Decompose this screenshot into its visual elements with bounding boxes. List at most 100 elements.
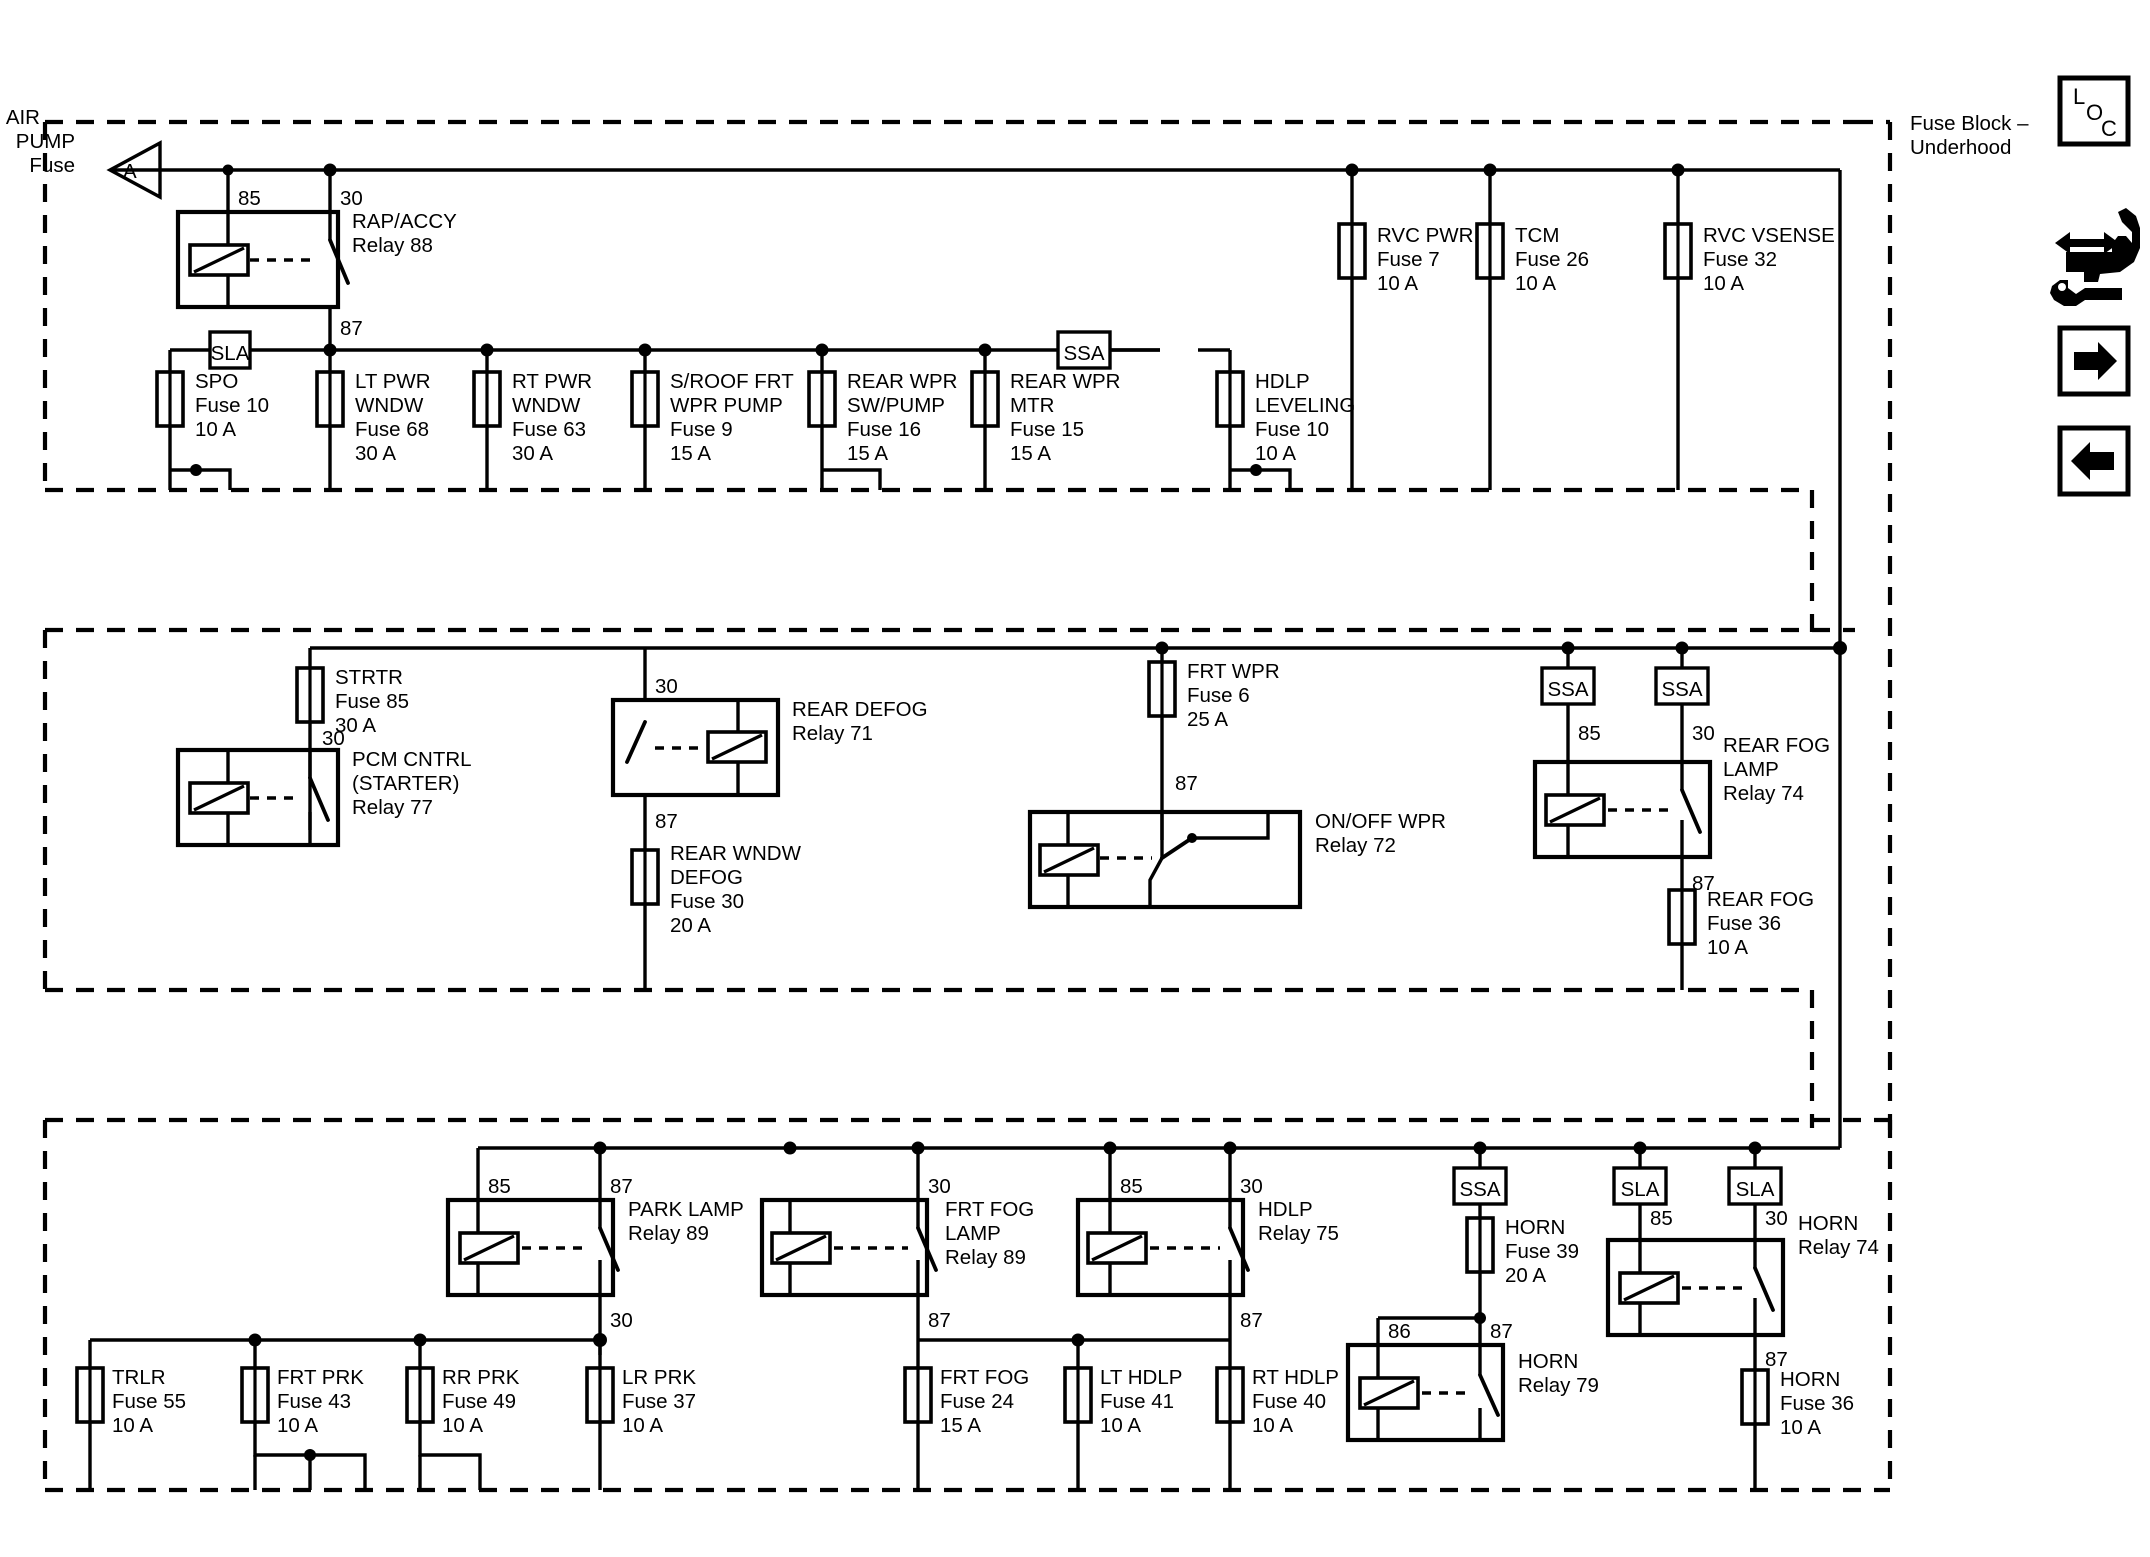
fuse-strtr-name: STRTR	[335, 666, 403, 689]
page-title-line2: Underhood	[1910, 136, 2011, 159]
fuse-tcm-name: TCM	[1515, 224, 1559, 247]
fuse-lt-hdlp-num: Fuse 41	[1100, 1390, 1174, 1413]
fuse-spo-num: Fuse 10	[195, 394, 269, 417]
fuse-spo-name: SPO	[195, 370, 238, 393]
fuse-rear-wpr-mtr-amp: 15 A	[1010, 442, 1051, 465]
fuse-horn39-amp: 20 A	[1505, 1264, 1546, 1287]
hdlp-pin-30: 30	[1240, 1175, 1263, 1198]
fuse-hdlp-lvl-amp: 10 A	[1255, 442, 1296, 465]
frt-fog-lamp-relay	[759, 1148, 938, 1340]
rap-accy-pin-85: 85	[238, 187, 261, 210]
fuse-rr-prk-num: Fuse 49	[442, 1390, 516, 1413]
fuse-rear-fog-num: Fuse 36	[1707, 912, 1781, 935]
fuse-lr-prk-num: Fuse 37	[622, 1390, 696, 1413]
hdlp-relay-name: HDLP	[1258, 1198, 1313, 1221]
fuse-rear-wpr-mtr-l2: MTR	[1010, 394, 1054, 417]
arrow-left-icon	[2071, 442, 2114, 480]
splice-sla-horn-right: SLA	[1736, 1178, 1775, 1201]
fuse-rear-wndw-defog-l2: DEFOG	[670, 866, 743, 889]
fuse-horn39-name: HORN	[1505, 1216, 1565, 1239]
fuse-sroof-num: Fuse 9	[670, 418, 733, 441]
fuse-rvc-vsense-name: RVC VSENSE	[1703, 224, 1835, 247]
hand-wrench-icon[interactable]	[2050, 208, 2140, 306]
fuse-rear-wpr-sw-amp: 15 A	[847, 442, 888, 465]
air-pump-line2: PUMP	[16, 130, 75, 153]
fuse-rear-wndw-defog-amp: 20 A	[670, 914, 711, 937]
splice-ssa-row1	[1056, 330, 1160, 370]
arrow-right-icon	[2074, 342, 2117, 380]
park-lamp-pin-85: 85	[488, 1175, 511, 1198]
rear-defog-pin-30: 30	[655, 675, 678, 698]
fuse-rt-hdlp-amp: 10 A	[1252, 1414, 1293, 1437]
fuse-hdlp-lvl-l2: LEVELING	[1255, 394, 1355, 417]
rear-fog-lamp-l2: LAMP	[1723, 758, 1779, 781]
fuse-lr-prk-amp: 10 A	[622, 1414, 663, 1437]
fuse-rear-wpr-sw-l1: REAR WPR	[847, 370, 957, 393]
fuse-rr-prk-name: RR PRK	[442, 1366, 520, 1389]
fuse-frt-prk-amp: 10 A	[277, 1414, 318, 1437]
splice-sla-row1	[208, 330, 252, 370]
fuse-rear-wpr-mtr-l1: REAR WPR	[1010, 370, 1120, 393]
loc-letter-o: O	[2086, 100, 2103, 125]
splice-ssa-horn: SSA	[1459, 1178, 1500, 1201]
fuse-spo-amp: 10 A	[195, 418, 236, 441]
pcm-cntrl-l1: PCM CNTRL	[352, 748, 472, 771]
fuse-frt-fog-amp: 15 A	[940, 1414, 981, 1437]
fuse-hdlp-lvl-l1: HDLP	[1255, 370, 1310, 393]
fuse-frt-fog-name: FRT FOG	[940, 1366, 1029, 1389]
horn74-pin-87: 87	[1765, 1348, 1788, 1371]
onoff-wpr-relay-num: Relay 72	[1315, 834, 1396, 857]
fuse-rt-hdlp-name: RT HDLP	[1252, 1366, 1339, 1389]
fuse-horn39-num: Fuse 39	[1505, 1240, 1579, 1263]
horn-relay-74-name: HORN	[1798, 1212, 1858, 1235]
fuse-strtr-amp: 30 A	[335, 714, 376, 737]
fuse-rt-hdlp-num: Fuse 40	[1252, 1390, 1326, 1413]
fuse-lt-hdlp-name: LT HDLP	[1100, 1366, 1182, 1389]
rap-accy-pin-87: 87	[340, 317, 363, 340]
frt-fog-pin-30: 30	[928, 1175, 951, 1198]
horn79-pin-87: 87	[1490, 1320, 1513, 1343]
fuse-trlr-name: TRLR	[112, 1366, 166, 1389]
rap-accy-pin-30: 30	[340, 187, 363, 210]
fuse-rt-pwr-wndw-l1: RT PWR	[512, 370, 592, 393]
loc-button[interactable]: L O C	[2057, 75, 2131, 147]
fuse-lt-hdlp-amp: 10 A	[1100, 1414, 1141, 1437]
horn-relay-79-name: HORN	[1518, 1350, 1578, 1373]
fuse-rr-prk-amp: 10 A	[442, 1414, 483, 1437]
fuse-tcm-num: Fuse 26	[1515, 248, 1589, 271]
row1-fuse-symbols	[155, 370, 1245, 428]
fuse-trlr-num: Fuse 55	[112, 1390, 186, 1413]
prev-page-button[interactable]	[2057, 425, 2131, 497]
horn74-pin-85: 85	[1650, 1207, 1673, 1230]
fuse-hdlp-lvl-num: Fuse 10	[1255, 418, 1329, 441]
fuse-sroof-l1: S/ROOF FRT	[670, 370, 794, 393]
strtr-fuse-symbol	[295, 666, 325, 724]
horn-relay-79-num: Relay 79	[1518, 1374, 1599, 1397]
row1-right-fuse-symbols	[1337, 222, 1693, 280]
hdlp-pin-87: 87	[1240, 1309, 1263, 1332]
fuse-trlr-amp: 10 A	[112, 1414, 153, 1437]
horn-relay-79	[1345, 1316, 1506, 1443]
onoff-wpr-name: ON/OFF WPR	[1315, 810, 1446, 833]
hdlp-relay-num: Relay 75	[1258, 1222, 1339, 1245]
onoff-wpr-pin-87: 87	[1175, 772, 1198, 795]
rear-fog-fuse-symbol	[1667, 888, 1697, 946]
loc-letter-c: C	[2101, 116, 2117, 141]
horn79-pin-86: 86	[1388, 1320, 1411, 1343]
fuse-lt-pwr-wndw-l1: LT PWR	[355, 370, 431, 393]
fuse-rear-fog-name: REAR FOG	[1707, 888, 1814, 911]
park-lamp-pin-30: 30	[610, 1309, 633, 1332]
fuse-frt-wpr-num: Fuse 6	[1187, 684, 1250, 707]
fuse-frt-wpr-amp: 25 A	[1187, 708, 1228, 731]
next-page-button[interactable]	[2057, 325, 2131, 397]
fuse-lt-pwr-wndw-l2: WNDW	[355, 394, 424, 417]
fuse-rear-wndw-defog-num: Fuse 30	[670, 890, 744, 913]
fuse-rt-pwr-wndw-num: Fuse 63	[512, 418, 586, 441]
park-lamp-pin-87: 87	[610, 1175, 633, 1198]
fuse-rear-wpr-sw-l2: SW/PUMP	[847, 394, 945, 417]
park-lamp-relay-num: Relay 89	[628, 1222, 709, 1245]
fuse-horn36-name: HORN	[1780, 1368, 1840, 1391]
horn74-pin-30: 30	[1765, 1207, 1788, 1230]
